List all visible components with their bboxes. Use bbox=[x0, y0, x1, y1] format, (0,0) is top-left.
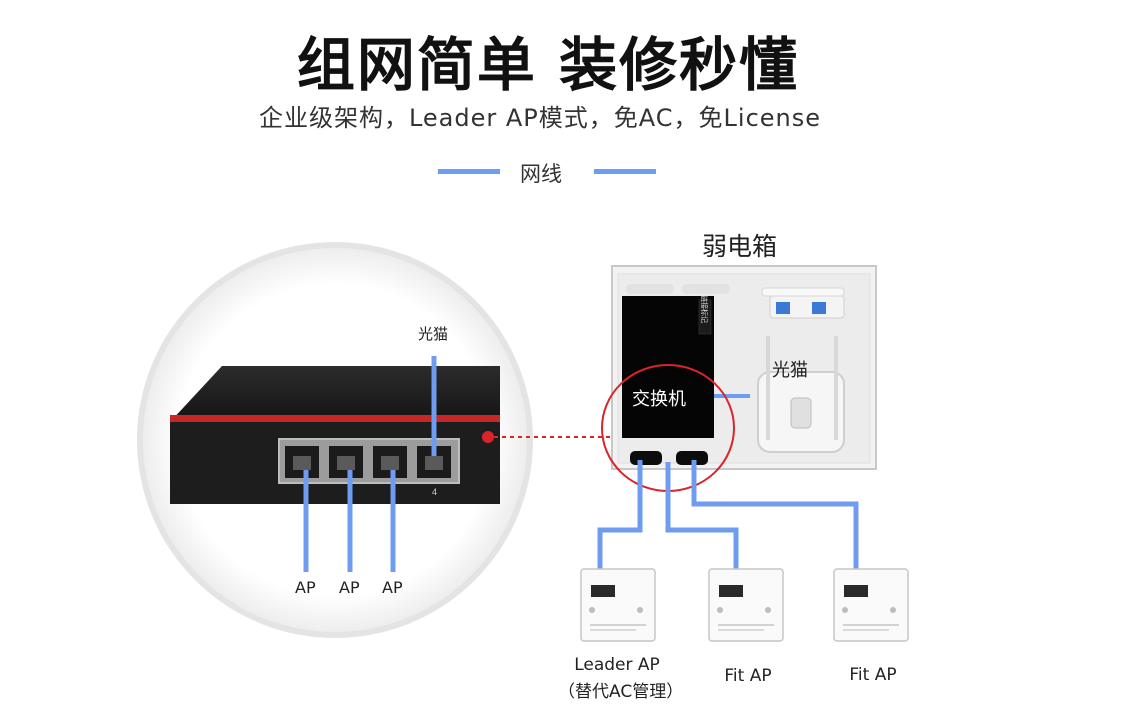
legend-label: 网线 bbox=[520, 162, 562, 186]
ap-panel-fit-2 bbox=[833, 568, 909, 642]
ap-panel-fit-1 bbox=[708, 568, 784, 642]
ap-caption-leader: Leader AP （替代AC管理） bbox=[558, 655, 684, 702]
switch-label: 交换机 bbox=[632, 389, 686, 410]
ap-label-1: AP bbox=[295, 578, 316, 597]
ap-caption-fit-1: Fit AP bbox=[724, 666, 772, 686]
ap-cables bbox=[597, 460, 859, 580]
cabinet-title: 弱电箱 bbox=[702, 232, 778, 261]
switch-closeup-image bbox=[170, 366, 500, 504]
port-number-label: 4 bbox=[432, 487, 437, 497]
cabinet-image bbox=[611, 265, 877, 470]
closeup-cables bbox=[303, 356, 437, 572]
page-subtitle: 企业级架构，Leader AP模式，免AC，免License bbox=[258, 104, 822, 132]
page-title: 组网简单 装修秒懂 bbox=[296, 31, 800, 99]
ap-panel-leader bbox=[580, 568, 656, 642]
ap-label-3: AP bbox=[382, 578, 403, 597]
legend-line-right bbox=[594, 169, 656, 174]
ap-caption-leader-line1: Leader AP bbox=[574, 655, 660, 675]
ap-label-2: AP bbox=[339, 578, 360, 597]
legend-line-left bbox=[438, 169, 500, 174]
modem-label: 光猫 bbox=[772, 360, 808, 381]
ap-caption-leader-line2: （替代AC管理） bbox=[558, 682, 684, 702]
ap-caption-fit-2: Fit AP bbox=[849, 665, 897, 685]
zoom-pointer bbox=[482, 431, 610, 443]
closeup-modem-label: 光猫 bbox=[418, 325, 449, 343]
device-sticker: 链接标记 bbox=[700, 295, 708, 323]
